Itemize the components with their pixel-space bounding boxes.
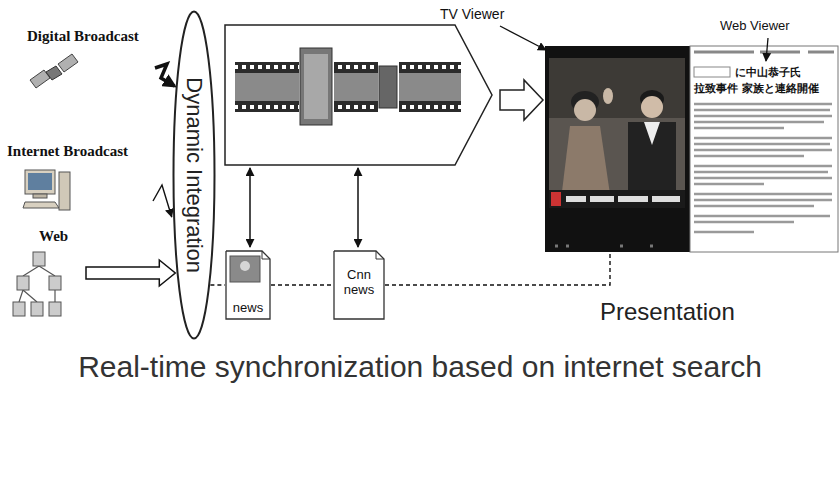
video-frame bbox=[300, 48, 332, 125]
ellipse-shape bbox=[174, 12, 215, 339]
film-strip bbox=[334, 62, 378, 112]
web-page bbox=[49, 302, 61, 316]
node-label: Dynamic Integration bbox=[181, 77, 207, 273]
sync-arrow bbox=[357, 168, 359, 247]
band-outline bbox=[225, 25, 492, 165]
film-strip bbox=[399, 62, 461, 112]
tv-controls bbox=[555, 245, 653, 248]
tv-picture bbox=[549, 58, 685, 208]
news-document: news bbox=[225, 250, 271, 320]
source-node: Web bbox=[12, 228, 84, 333]
node-label: news bbox=[225, 301, 271, 320]
web-page bbox=[49, 276, 61, 290]
sync-arrow bbox=[249, 168, 251, 247]
source-label: Digital Broadcast bbox=[25, 28, 155, 45]
source-node: Internet Broadcast bbox=[5, 143, 153, 215]
tv-backdrop bbox=[549, 58, 685, 118]
block-arrow bbox=[86, 260, 175, 286]
document-shape bbox=[334, 251, 384, 319]
person-head bbox=[574, 99, 596, 121]
person-hand bbox=[603, 88, 613, 104]
web-page bbox=[17, 276, 29, 290]
web-headline: に中山恭子氏 bbox=[735, 65, 801, 80]
monitor-base bbox=[33, 194, 47, 198]
caption-row: Real-time synchronization based on inter… bbox=[0, 350, 840, 384]
news-photo-face bbox=[240, 261, 250, 271]
web-page bbox=[13, 302, 25, 316]
web-page bbox=[33, 252, 45, 266]
source-label: Internet Broadcast bbox=[5, 143, 153, 160]
presentation-screenshot bbox=[545, 46, 838, 252]
web-body-lines bbox=[694, 104, 832, 232]
monitor-screen bbox=[28, 173, 52, 190]
leader-arrow bbox=[500, 26, 546, 50]
person-shirt bbox=[644, 122, 660, 145]
satellite-body bbox=[46, 66, 62, 80]
document-fold bbox=[376, 251, 384, 259]
web-page bbox=[31, 302, 43, 316]
caption: Real-time synchronization based on inter… bbox=[78, 350, 762, 384]
leader-arrow bbox=[766, 38, 768, 61]
web-icon bbox=[13, 252, 61, 316]
source-label: Web bbox=[12, 228, 84, 245]
satellite-icon bbox=[30, 54, 78, 88]
tv-caption-mark bbox=[551, 192, 561, 206]
keyboard bbox=[23, 202, 59, 208]
dashed-link bbox=[271, 284, 333, 285]
stream-band bbox=[225, 25, 492, 165]
document-shape bbox=[226, 251, 270, 319]
tv-caption-bar bbox=[549, 190, 685, 208]
web-headline: 拉致事件 家族と連絡開催 bbox=[694, 81, 819, 96]
broadcast-bolt bbox=[155, 64, 174, 86]
monitor bbox=[25, 170, 55, 194]
web-page-view bbox=[690, 46, 838, 252]
dashed-link bbox=[210, 284, 225, 285]
computer-icon bbox=[23, 170, 70, 210]
web-header-lines bbox=[694, 51, 834, 54]
film-strip bbox=[235, 62, 299, 112]
viewer-label: TV Viewer bbox=[440, 6, 504, 22]
person-head bbox=[641, 96, 663, 118]
video-frame bbox=[379, 66, 397, 108]
video-frame-image bbox=[304, 54, 328, 119]
viewer-label: Web Viewer bbox=[720, 18, 790, 33]
news-document: Cnn news bbox=[333, 250, 385, 320]
output-arrow bbox=[500, 80, 543, 120]
pc-tower bbox=[59, 172, 70, 210]
solar-panel bbox=[58, 54, 78, 72]
presentation-label: Presentation bbox=[600, 298, 840, 326]
web-button bbox=[694, 67, 730, 77]
news-photo bbox=[230, 256, 260, 282]
source-node: Digital Broadcast bbox=[25, 28, 155, 90]
connector-arrow bbox=[153, 185, 172, 217]
node-label: Cnn news bbox=[333, 268, 385, 302]
tv-caption-lines bbox=[566, 196, 680, 202]
integration-ellipse: Dynamic Integration bbox=[172, 10, 216, 340]
document-fold bbox=[262, 251, 270, 259]
screen-frame bbox=[545, 46, 838, 252]
dashed-link bbox=[385, 252, 610, 285]
